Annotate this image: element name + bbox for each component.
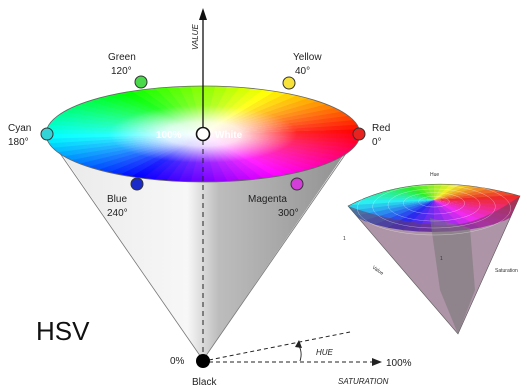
inset-mid-label: 1 xyxy=(440,256,443,262)
inset-hsv-cone-illustration: Hue 1 Value 1 Saturation xyxy=(343,172,521,335)
inset-grid-ring xyxy=(418,196,450,208)
green-deg: 120° xyxy=(111,66,132,77)
red-marker xyxy=(352,127,366,141)
center-percent: 100% xyxy=(156,130,182,141)
red-deg: 0° xyxy=(372,137,382,148)
saturation-axis-arrow xyxy=(372,358,382,366)
inset-hue-wedge xyxy=(432,184,450,200)
magenta-marker xyxy=(290,177,304,191)
center-label: White xyxy=(215,130,243,141)
saturation-end-label: 100% xyxy=(386,358,412,369)
hue-axis-label: HUE xyxy=(316,348,334,357)
blue-marker xyxy=(130,177,144,191)
diagram-title: HSV xyxy=(36,316,90,346)
white-point xyxy=(195,126,211,142)
saturation-axis-label: SATURATION xyxy=(338,377,389,385)
cyan-marker xyxy=(40,127,54,141)
black-point xyxy=(196,354,210,368)
hue-wheel xyxy=(46,86,360,182)
inset-hue-wedge xyxy=(434,200,467,232)
hue-angle-line xyxy=(208,331,351,361)
cone-edge-left xyxy=(47,135,204,361)
apex-label: Black xyxy=(192,377,217,385)
yellow-name: Yellow xyxy=(293,52,322,63)
inset-left-label: 1 xyxy=(343,236,346,242)
inset-grid-ring xyxy=(372,185,496,229)
apex-percent: 0% xyxy=(170,356,185,367)
inset-grid-ring xyxy=(387,188,481,222)
yellow-deg: 40° xyxy=(295,66,310,77)
inset-hue-wedge xyxy=(434,184,505,200)
blue-name: Blue xyxy=(107,194,127,205)
inset-right-label: Saturation xyxy=(495,268,518,274)
green-name: Green xyxy=(108,52,136,63)
value-axis-label: VALUE xyxy=(191,24,200,50)
inset-hue-wedge xyxy=(434,199,520,206)
green-marker xyxy=(134,75,148,89)
inset-hue-wedge xyxy=(348,200,434,212)
inset-top-label: Hue xyxy=(430,172,439,178)
magenta-deg: 300° xyxy=(278,208,299,219)
magenta-name: Magenta xyxy=(248,194,287,205)
cone-edge-right xyxy=(202,135,359,361)
inset-grid-ring xyxy=(403,192,465,215)
cyan-deg: 180° xyxy=(8,137,29,148)
cyan-name: Cyan xyxy=(8,123,31,134)
inset-hue-wedge xyxy=(348,200,434,217)
red-name: Red xyxy=(372,123,390,134)
inset-grid-ring xyxy=(357,181,511,236)
inset-side-label: Value xyxy=(371,265,385,277)
value-axis-arrow xyxy=(199,8,207,20)
yellow-marker xyxy=(282,76,296,90)
inset-hue-wedge xyxy=(434,184,494,200)
blue-deg: 240° xyxy=(107,208,128,219)
cone-body xyxy=(48,134,358,360)
hue-angle-arrow xyxy=(295,340,302,348)
